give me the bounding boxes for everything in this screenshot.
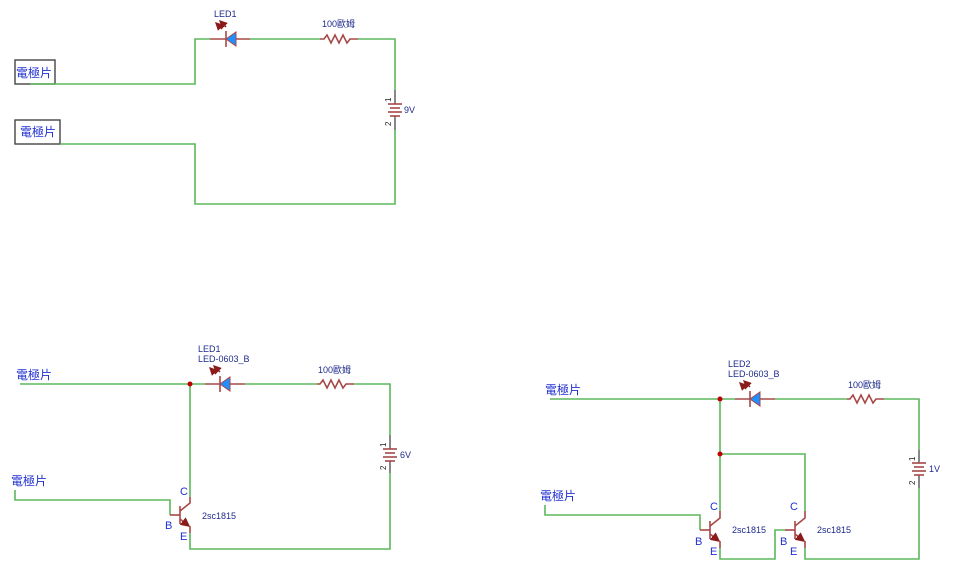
electrode-label[interactable]: 電極片 [16, 367, 52, 382]
base-label: B [780, 536, 787, 548]
electrode-label[interactable]: 電極片 [540, 488, 576, 503]
led-ref: LED2 [728, 359, 751, 369]
wire[interactable] [719, 529, 785, 560]
light-emission-icon [219, 20, 228, 29]
light-emission-icon [743, 380, 752, 389]
led-ref: LED1 [198, 344, 221, 354]
battery[interactable]: 1 2 9V [384, 90, 415, 130]
led[interactable]: LED1 [210, 9, 250, 47]
wire[interactable] [354, 383, 391, 435]
led-value: LED-0603_B [198, 354, 250, 364]
light-emission-icon [209, 367, 218, 376]
led-value: LED-0603_B [728, 369, 780, 379]
battery-pin2: 2 [384, 121, 393, 126]
electrode-1[interactable]: 電極片 [14, 59, 56, 85]
resistor[interactable]: 100歐姆 [320, 18, 358, 45]
battery-pin1: 1 [379, 442, 388, 447]
wire[interactable] [60, 130, 396, 205]
circuit-3: 電極片 電極片 LED2 LED-0603_B 100歐姆 [540, 359, 940, 560]
battery-value: 9V [404, 105, 415, 115]
led[interactable]: LED1 LED-0603_B [198, 344, 250, 392]
light-emission-icon [215, 22, 224, 31]
light-emission-icon [213, 365, 222, 374]
electrode-label[interactable]: 電極片 [11, 473, 47, 488]
wire[interactable] [884, 398, 920, 450]
base-label: B [165, 520, 172, 532]
electrode-label[interactable]: 電極片 [545, 382, 581, 397]
battery-pin1: 1 [384, 97, 393, 102]
battery[interactable]: 1 2 6V [379, 435, 411, 473]
collector-label: C [180, 486, 188, 498]
resistor-value: 100歐姆 [322, 18, 355, 29]
circuit-1: 電極片 電極片 LED1 100歐姆 [14, 9, 415, 205]
npn-transistor[interactable]: C B E 2sc1815 [695, 501, 766, 558]
circuit-2: 電極片 電極片 LED1 LED-0603_B 100歐姆 [11, 344, 411, 550]
collector-label: C [710, 501, 718, 513]
npn-transistor[interactable]: C B E 2sc1815 [780, 501, 851, 558]
battery-pin2: 2 [908, 480, 917, 485]
wire[interactable] [189, 473, 391, 550]
emitter-label: E [180, 531, 187, 543]
resistor[interactable]: 100歐姆 [317, 364, 354, 390]
base-label: B [695, 536, 702, 548]
light-emission-icon [739, 382, 748, 391]
wire[interactable] [804, 488, 920, 560]
junction-dot [187, 381, 193, 387]
wire[interactable] [30, 38, 210, 85]
wire[interactable] [14, 490, 171, 515]
emitter-label: E [710, 546, 717, 558]
resistor-value: 100歐姆 [848, 379, 881, 390]
resistor-value: 100歐姆 [318, 364, 351, 375]
led[interactable]: LED2 LED-0603_B [728, 359, 780, 407]
wire[interactable] [720, 453, 806, 511]
led-ref: LED1 [214, 9, 237, 19]
battery[interactable]: 1 2 1V [908, 450, 940, 488]
collector-label: C [790, 501, 798, 513]
battery-pin2: 2 [379, 465, 388, 470]
wire[interactable] [358, 38, 396, 90]
npn-transistor[interactable]: C B E 2sc1815 [165, 486, 236, 543]
junction-dot [717, 396, 723, 402]
battery-pin1: 1 [908, 456, 917, 461]
junction-dot [717, 451, 723, 457]
transistor-part: 2sc1815 [817, 525, 851, 535]
battery-value: 6V [400, 450, 411, 460]
wire[interactable] [544, 505, 701, 530]
electrode-label: 電極片 [20, 124, 56, 139]
transistor-part: 2sc1815 [202, 511, 236, 521]
electrode-2[interactable]: 電極片 [14, 119, 61, 145]
emitter-label: E [790, 546, 797, 558]
electrode-label: 電極片 [16, 65, 52, 80]
resistor[interactable]: 100歐姆 [847, 379, 884, 405]
battery-value: 1V [929, 464, 940, 474]
transistor-part: 2sc1815 [732, 525, 766, 535]
